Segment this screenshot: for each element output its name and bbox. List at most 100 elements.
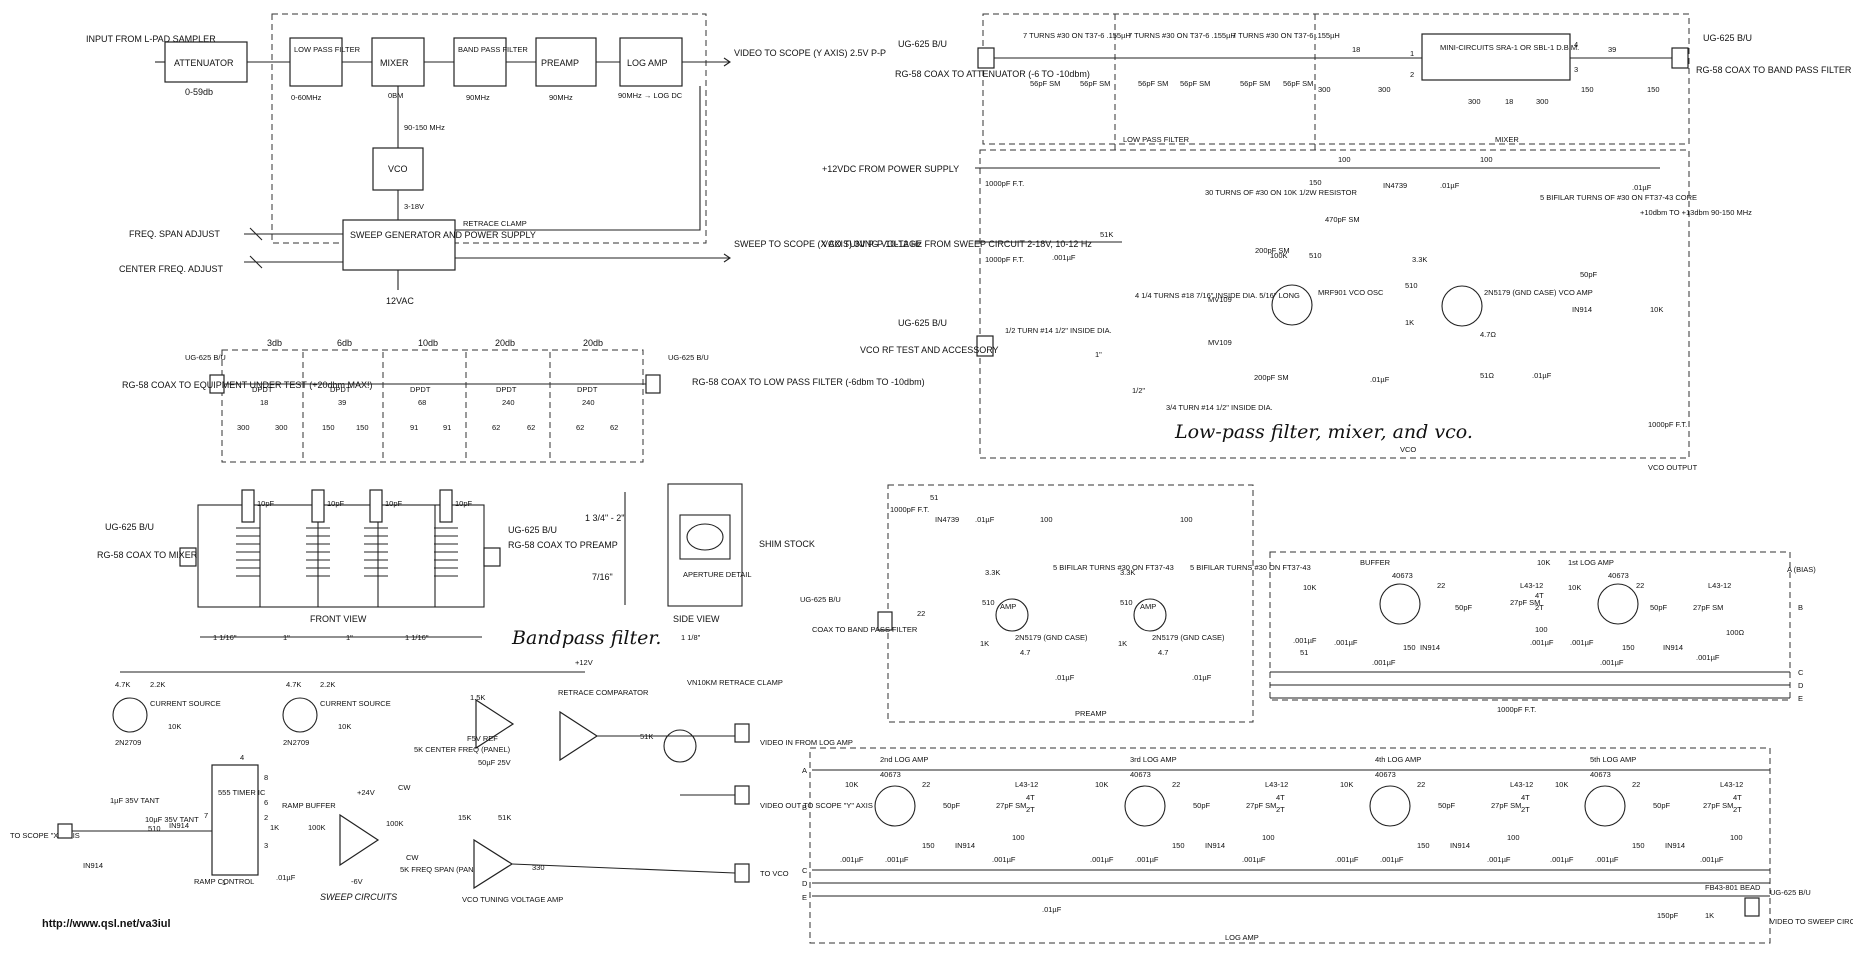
vco-tap-2: 1/2" [1132,386,1145,395]
atten-step-3: 10db [418,338,438,348]
video-in-connector [734,723,750,743]
lpf-cap-6: 56pF SM [1283,79,1313,88]
lpf-coil-1: 7 TURNS #30 ON T37-6 .155µH [1023,31,1131,40]
log-c01-bottom: .01µF [1042,905,1062,914]
vco-schematic: +12VDC FROM POWER SUPPLY 1000pF F.T. VCO… [822,149,1752,472]
log4-c001-1: .001µF [1335,855,1359,864]
block-diagram-border [271,13,707,244]
series-r-4: 240 [502,398,515,407]
bpf-connector-left [179,547,197,567]
lpf-label: LOW PASS FILTER [294,45,361,54]
vco-ft-2: 1000pF F.T. [985,255,1024,264]
sweep-r47k-2: 4.7K [286,680,301,689]
bpf-cap-4: 10pF [455,499,473,508]
span-pot-label: 5K FREQ SPAN (PANEL) [400,865,486,874]
log5-c001-1: .001µF [1550,855,1574,864]
dbm-pin-3: 3 [1574,65,1578,74]
log3-fet [1124,785,1166,827]
lpf-ug-in: UG-625 B/U [898,39,947,49]
atten-step-1: 3db [267,338,282,348]
log2-r100: 100 [1012,833,1025,842]
ac-in-label: 12VAC [386,296,414,306]
log4-r150: 150 [1417,841,1430,850]
sweep-fet: VN10KM RETRACE CLAMP [687,678,783,687]
log3-c27: 27pF SM [1246,801,1276,810]
timer-label: 555 TIMER IC [218,788,266,797]
lpf-cap-2: 56pF SM [1080,79,1110,88]
sweep-out-label: SWEEP TO SCOPE (X AXIS) 3V P-P 10-12 Hz [734,239,922,249]
sweep-r510: 510 [148,824,161,833]
mixer-label: MIXER [380,58,409,68]
timer-pin-6: 6 [264,798,268,807]
log-stage-3: 3rd LOG AMP 40673 10K 22 50pF L43-12 27p… [1090,755,1288,864]
vco-r1k: 1K [1405,318,1414,327]
vco-caption: Low-pass filter, mixer, and vco. [1174,421,1473,443]
lpf-range: 0-60MHz [291,93,322,102]
bpf-ug-left: UG-625 B/U [105,522,154,532]
shunt-r-5: 91 [410,423,418,432]
logamp-block [619,37,683,87]
logamp-label: LOG AMP [627,58,668,68]
attenuator-schematic: 3db 6db 10db 20db 20db UG-625 B/U RG-58 … [122,338,925,463]
log1-fet-label: 40673 [1608,571,1629,580]
log2-4t: 4T [1026,793,1035,802]
buffer-c001-2: .001µF [1334,638,1358,647]
preamp-block [535,37,597,87]
bpf-freq: 90MHz [466,93,490,102]
vco-r150: 150 [1309,178,1322,187]
vco-r47: 4.7Ω [1480,330,1496,339]
atten-ug-left: UG-625 B/U [185,353,226,362]
preamp-q1 [995,598,1029,632]
sweep-cw-1: CW [398,783,411,792]
vco-ft-3: 1000pF F.T. [1648,420,1687,429]
atten-left-label: RG-58 COAX TO EQUIPMENT UNDER TEST (+20d… [122,380,372,390]
log5-r150: 150 [1632,841,1645,850]
atten-step-4: 20db [495,338,515,348]
log4-title: 4th LOG AMP [1375,755,1421,764]
mixer-level: 0BM [388,91,403,100]
mixer-block [371,37,425,87]
lpf-section-label: LOW PASS FILTER [1123,135,1190,144]
atten-switch-row: DPDT DPDT DPDT DPDT DPDT 18 39 68 240 24… [237,385,618,432]
dpdt-1: DPDT [252,385,273,394]
log5-c27: 27pF SM [1703,801,1733,810]
buffer-r10k: 10K [1303,583,1316,592]
preamp-r33k-2: 3.3K [1120,568,1135,577]
preamp-schematic: 1000pF F.T. 51 IN4739 .01µF 100 100 3.3K… [800,484,1311,723]
sweep-c10: 10µF 35V TANT [145,815,199,824]
bpf-dim-1: 1 1/16" [213,633,237,642]
preamp-r510-1: 510 [982,598,995,607]
vco-amp-transistor [1441,285,1483,327]
bus-a: A [802,766,807,775]
vco-power-label: +12VDC FROM POWER SUPPLY [822,164,959,174]
preamp-section-label: PREAMP [1075,709,1107,718]
bpf-dim-3: 1" [346,633,353,642]
vco-output-label: VCO OUTPUT [1648,463,1698,472]
sweep-cs-1: CURRENT SOURCE [150,699,221,708]
vco-level: +10dbm TO +13dbm 90-150 MHz [1640,208,1752,217]
log-c150: 150pF [1657,911,1679,920]
bus-b: B [802,803,807,812]
log1-c50: 50pF [1650,603,1668,612]
log2-r10k: 10K [845,780,858,789]
bus-b-top: B [1798,603,1803,612]
log4-fet-label: 40673 [1375,770,1396,779]
timer-pin-2: 2 [264,813,268,822]
buffer-c27: 27pF SM [1510,598,1540,607]
retrace-label: RETRACE CLAMP [463,219,527,228]
sweep-gen-label: SWEEP GENERATOR AND POWER SUPPLY [350,230,536,240]
bpf-side-view-label: SIDE VIEW [673,614,720,624]
atten-step-2: 6db [337,338,352,348]
shunt-r-8: 62 [527,423,535,432]
log5-fet-label: 40673 [1590,770,1611,779]
lpf-cap-1: 56pF SM [1030,79,1060,88]
mixer-connector-out [1671,47,1689,69]
dbm-pin-1: 1 [1410,49,1414,58]
mixer-r150-2: 150 [1647,85,1660,94]
buffer-4t: 4T [1535,591,1544,600]
preamp-c01-3: .01µF [1192,673,1212,682]
sweep-diode-2: IN914 [83,861,103,870]
center-pot-label: 5K CENTER FREQ (PANEL) [414,745,511,754]
mixer-r18-2: 18 [1505,97,1513,106]
vco-bifilar: 5 BIFILAR TURNS OF #30 ON FT37-43 CORE [1540,193,1697,202]
